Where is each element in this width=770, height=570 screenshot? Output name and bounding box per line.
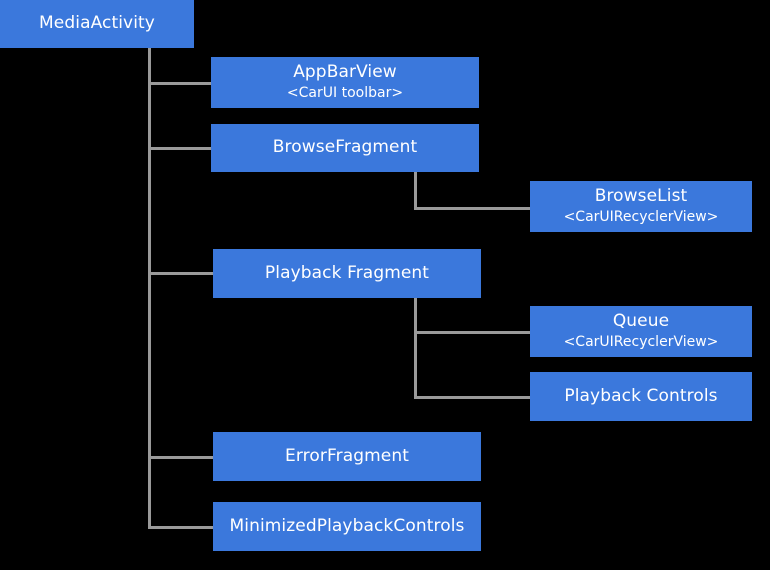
connector-media-activity-trunk <box>148 48 151 529</box>
connector-playback-fragment-to-playback-controls <box>414 396 532 399</box>
node-error-fragment[interactable]: ErrorFragment <box>213 432 481 481</box>
connector-media-activity-to-playback-fragment <box>148 272 213 275</box>
connector-media-activity-to-browse-fragment <box>148 147 213 150</box>
node-playback-controls[interactable]: Playback Controls <box>530 372 752 421</box>
node-app-bar-view[interactable]: AppBarView <CarUI toolbar> <box>211 57 479 108</box>
connector-playback-fragment-drop <box>414 298 417 399</box>
node-error-fragment-title: ErrorFragment <box>285 445 409 466</box>
node-queue-subtitle: <CarUIRecyclerView> <box>563 333 719 350</box>
node-queue[interactable]: Queue <CarUIRecyclerView> <box>530 306 752 357</box>
node-queue-title: Queue <box>612 311 670 332</box>
node-browse-fragment[interactable]: BrowseFragment <box>211 124 479 172</box>
node-playback-fragment-title: Playback Fragment <box>264 262 430 283</box>
node-browse-fragment-title: BrowseFragment <box>272 137 418 158</box>
node-minimized-playback-controls-title: MinimizedPlaybackControls <box>229 515 465 536</box>
node-app-bar-view-title: AppBarView <box>293 62 397 83</box>
connector-browse-fragment-drop <box>414 172 417 210</box>
node-media-activity[interactable]: MediaActivity <box>0 0 194 48</box>
node-browse-list-subtitle: <CarUIRecyclerView> <box>563 208 719 225</box>
connector-playback-fragment-to-queue <box>414 331 532 334</box>
connector-browse-fragment-to-browse-list <box>414 207 532 210</box>
node-browse-list-title: BrowseList <box>594 186 688 207</box>
node-app-bar-view-subtitle: <CarUI toolbar> <box>286 84 404 101</box>
node-media-activity-title: MediaActivity <box>39 13 155 34</box>
connector-media-activity-to-app-bar-view <box>148 82 213 85</box>
node-playback-controls-title: Playback Controls <box>564 385 718 406</box>
connector-media-activity-to-error-fragment <box>148 456 215 459</box>
node-playback-fragment[interactable]: Playback Fragment <box>213 249 481 298</box>
connector-media-activity-to-minimized-playback-controls <box>148 526 215 529</box>
node-browse-list[interactable]: BrowseList <CarUIRecyclerView> <box>530 181 752 232</box>
node-minimized-playback-controls[interactable]: MinimizedPlaybackControls <box>213 502 481 551</box>
